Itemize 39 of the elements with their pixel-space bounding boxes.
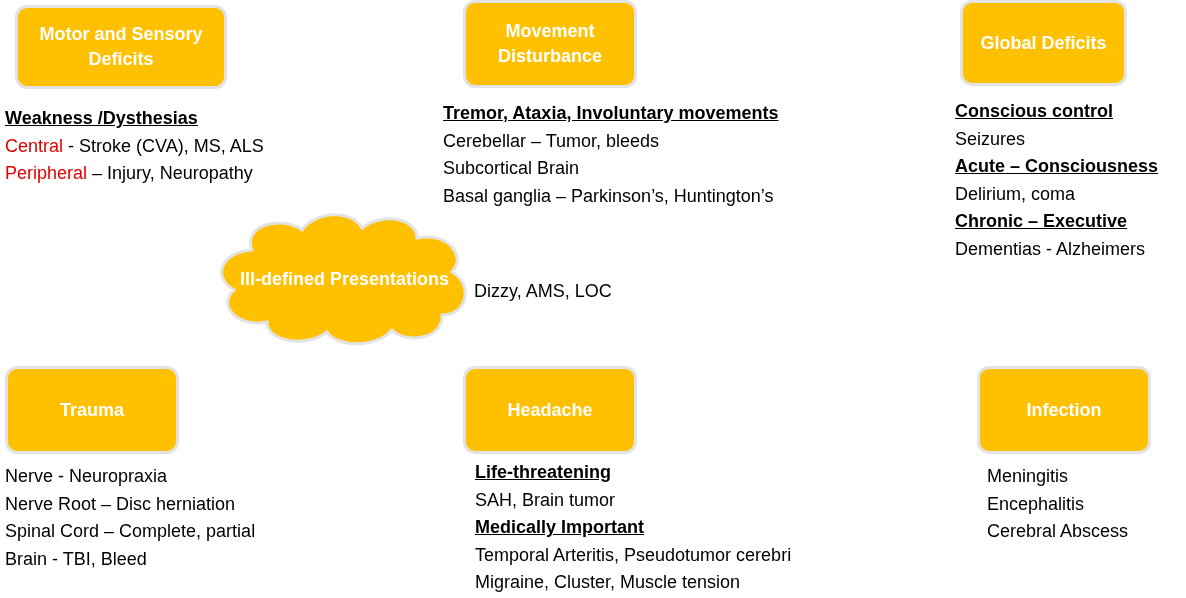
list-text: Nerve - Neuropraxia [5,466,168,487]
list-text: SAH, Brain tumor [475,489,616,511]
list-text: Meningitis [987,466,1069,487]
list-text: Cerebellar – Tumor, bleeds [443,130,660,152]
category-title: Headache [506,398,594,422]
category-box [463,366,637,454]
subheading-text: Acute – Consciousness [955,156,1159,178]
list-text: Delirium, coma [955,183,1076,205]
subheading-text: Medically Important [475,517,645,539]
list-text: Peripheral – Injury, Neuropathy [5,163,253,185]
list-text: Seizures [955,128,1026,150]
category-box [977,366,1151,454]
category-title: Ill-defined Presentations [238,267,450,291]
category-title: Trauma [59,398,125,422]
category-title: Infection [1025,398,1103,422]
list-text: Spinal Cord – Complete, partial [5,521,256,543]
list-text: Dementias - Alzheimers [955,239,1146,260]
category-box [960,0,1127,86]
list-text: Basal ganglia – Parkinson’s, Huntington’s [443,185,774,207]
category-box [15,5,227,89]
list-text: Central - Stroke (CVA), MS, ALS [5,135,264,157]
list-text: Nerve Root – Disc herniation [5,493,236,515]
category-title: Motor and Sensory Deficits [38,23,204,71]
category-title: Movement Disturbance [497,20,603,68]
list-text: Dizzy, AMS, LOC [474,281,612,302]
category-box [463,0,637,88]
subheading-text: Weakness /Dysthesias [5,108,198,129]
subheading-text: Tremor, Ataxia, Involuntary movements [443,103,779,124]
list-text: Migraine, Cluster, Muscle tension [475,572,741,594]
subheading-text: Life-threatening [475,462,611,483]
list-text: Cerebral Abscess [987,521,1129,543]
subheading-text: Chronic – Executive [955,211,1128,233]
category-box [5,366,179,454]
list-text: Brain - TBI, Bleed [5,548,147,570]
list-text: Subcortical Brain [443,158,580,180]
subheading-text: Conscious control [955,101,1113,122]
category-title: Global Deficits [979,31,1108,55]
list-text: Temporal Arteritis, Pseudotumor cerebri [475,544,792,566]
list-text: Encephalitis [987,493,1085,515]
